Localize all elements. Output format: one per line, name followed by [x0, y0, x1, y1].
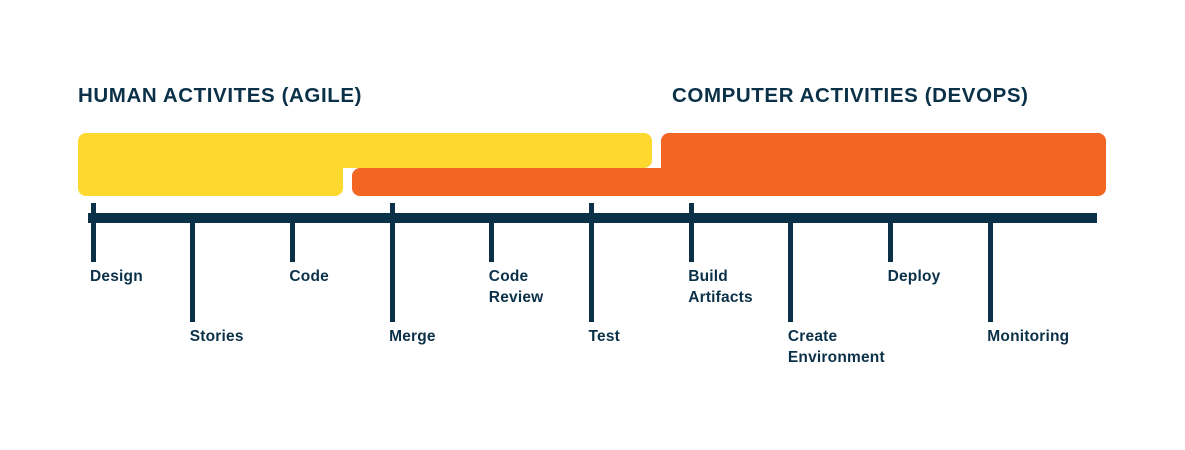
timeline-label-code-review: Code Review [488, 268, 544, 306]
timeline-label-build-artifacts: Build Artifacts [688, 268, 753, 306]
human-activities-bar-upper [78, 133, 652, 168]
timeline-label-design: Design [90, 268, 143, 285]
timeline-tick-stories [190, 213, 196, 322]
timeline-tick-design [90, 203, 96, 223]
timeline-leader-build-artifacts [688, 223, 694, 262]
timeline-label-deploy: Deploy [887, 268, 941, 285]
timeline-label-monitoring: Monitoring [987, 328, 1070, 345]
timeline-tick-code-review [489, 213, 495, 262]
timeline-tick-build-artifacts [688, 203, 694, 223]
human-activities-title: HUMAN ACTIVITES (AGILE) [78, 84, 363, 107]
timeline-leader-merge [389, 223, 395, 322]
timeline-label-merge: Merge [389, 328, 436, 345]
human-activities-bar-lower [78, 168, 343, 196]
timeline-label-stories: Stories [189, 328, 244, 345]
timeline-tick-merge [389, 203, 395, 223]
timeline-tick-code [289, 213, 295, 262]
timeline-label-create-environment: Create Environment [787, 328, 885, 366]
timeline-tick-monitoring [987, 213, 993, 322]
computer-activities-title: COMPUTER ACTIVITIES (DEVOPS) [672, 84, 1029, 107]
timeline-label-code: Code [289, 268, 329, 285]
computer-activities-bar-lower [352, 168, 1106, 196]
timeline-tick-create-environment [788, 213, 794, 322]
timeline-leader-design [90, 223, 96, 262]
timeline-tick-deploy [888, 213, 894, 262]
computer-activities-bar-upper [661, 133, 1106, 168]
timeline-tick-test [589, 203, 594, 223]
timeline-leader-test [589, 223, 594, 322]
timeline-label-test: Test [588, 328, 621, 345]
